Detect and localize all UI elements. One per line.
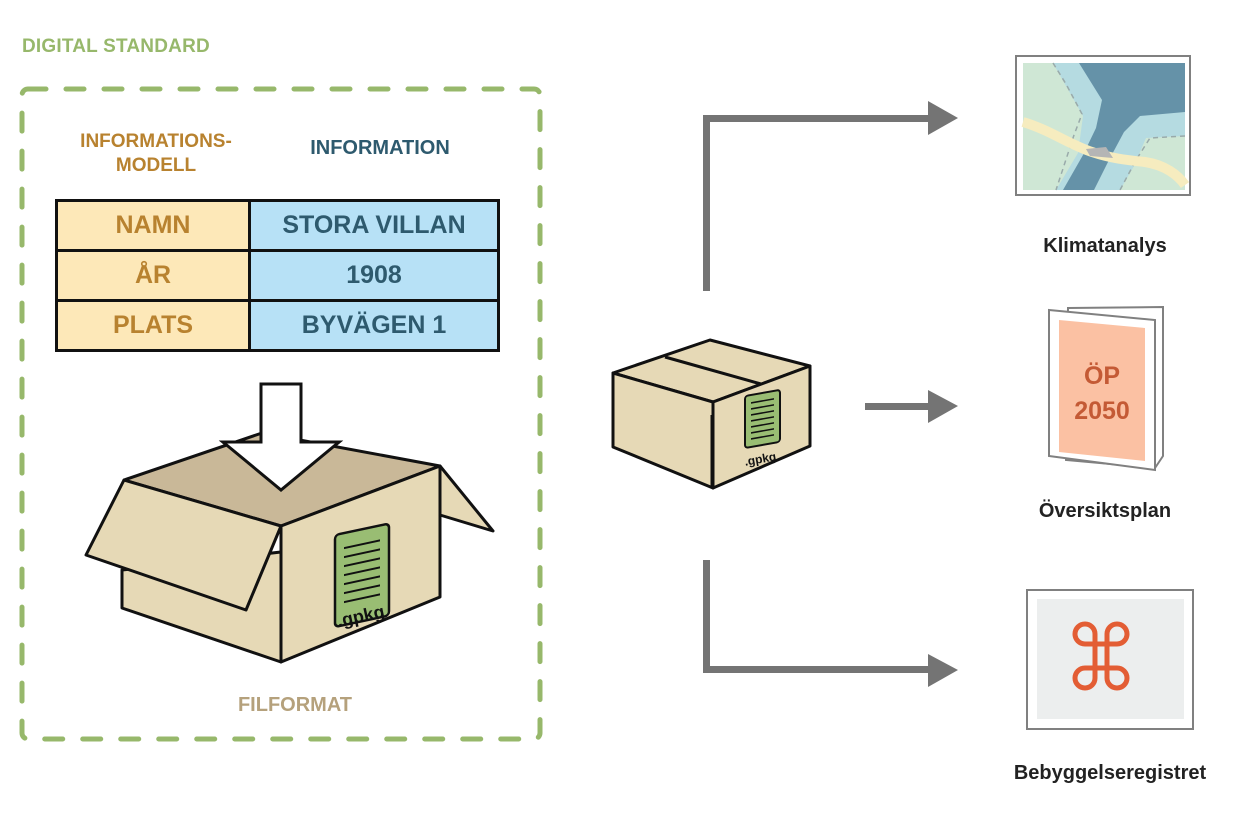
table-row: ÅR 1908 — [55, 249, 500, 302]
arrow-to-klimatanalys — [703, 101, 958, 291]
registry-logo-icon — [1026, 589, 1194, 730]
closed-box-file-label: .gpkg — [743, 449, 777, 468]
table-value: 1908 — [248, 249, 500, 302]
table-key: ÅR — [55, 249, 251, 302]
table-value: STORA VILLAN — [248, 199, 500, 252]
table-key: PLATS — [55, 299, 251, 352]
output-label-bebyggelseregistret: Bebyggelseregistret — [1013, 762, 1207, 784]
information-model-header: INFORMATIONS- MODELL — [80, 131, 232, 176]
digital-standard-frame — [19, 86, 543, 742]
closed-box-gpkg-file-icon — [744, 389, 781, 449]
brochure-cover-line2: 2050 — [1074, 397, 1130, 425]
output-label-oversiktsplan: Översiktsplan — [1038, 500, 1172, 522]
table-row: PLATS BYVÄGEN 1 — [55, 299, 500, 352]
arrow-to-bebyggelseregistret — [703, 560, 958, 687]
file-format-label: FILFORMAT — [237, 694, 353, 716]
information-table: NAMN STORA VILLAN ÅR 1908 PLATS BYVÄGEN … — [55, 199, 500, 352]
brochure-icon: ÖP 2050 — [1048, 305, 1164, 472]
table-row: NAMN STORA VILLAN — [55, 199, 500, 252]
arrow-to-oversiktsplan — [865, 390, 958, 423]
digital-standard-title: DIGITAL STANDARD — [22, 36, 210, 57]
brochure-cover-line1: ÖP — [1084, 361, 1120, 390]
map-icon — [1015, 55, 1191, 196]
output-label-klimatanalys: Klimatanalys — [1043, 235, 1167, 257]
insert-arrow-shape — [218, 382, 344, 492]
information-header: INFORMATION — [310, 137, 450, 159]
table-value: BYVÄGEN 1 — [248, 299, 500, 352]
gpkg-file-icon — [333, 523, 391, 628]
table-key: NAMN — [55, 199, 251, 252]
